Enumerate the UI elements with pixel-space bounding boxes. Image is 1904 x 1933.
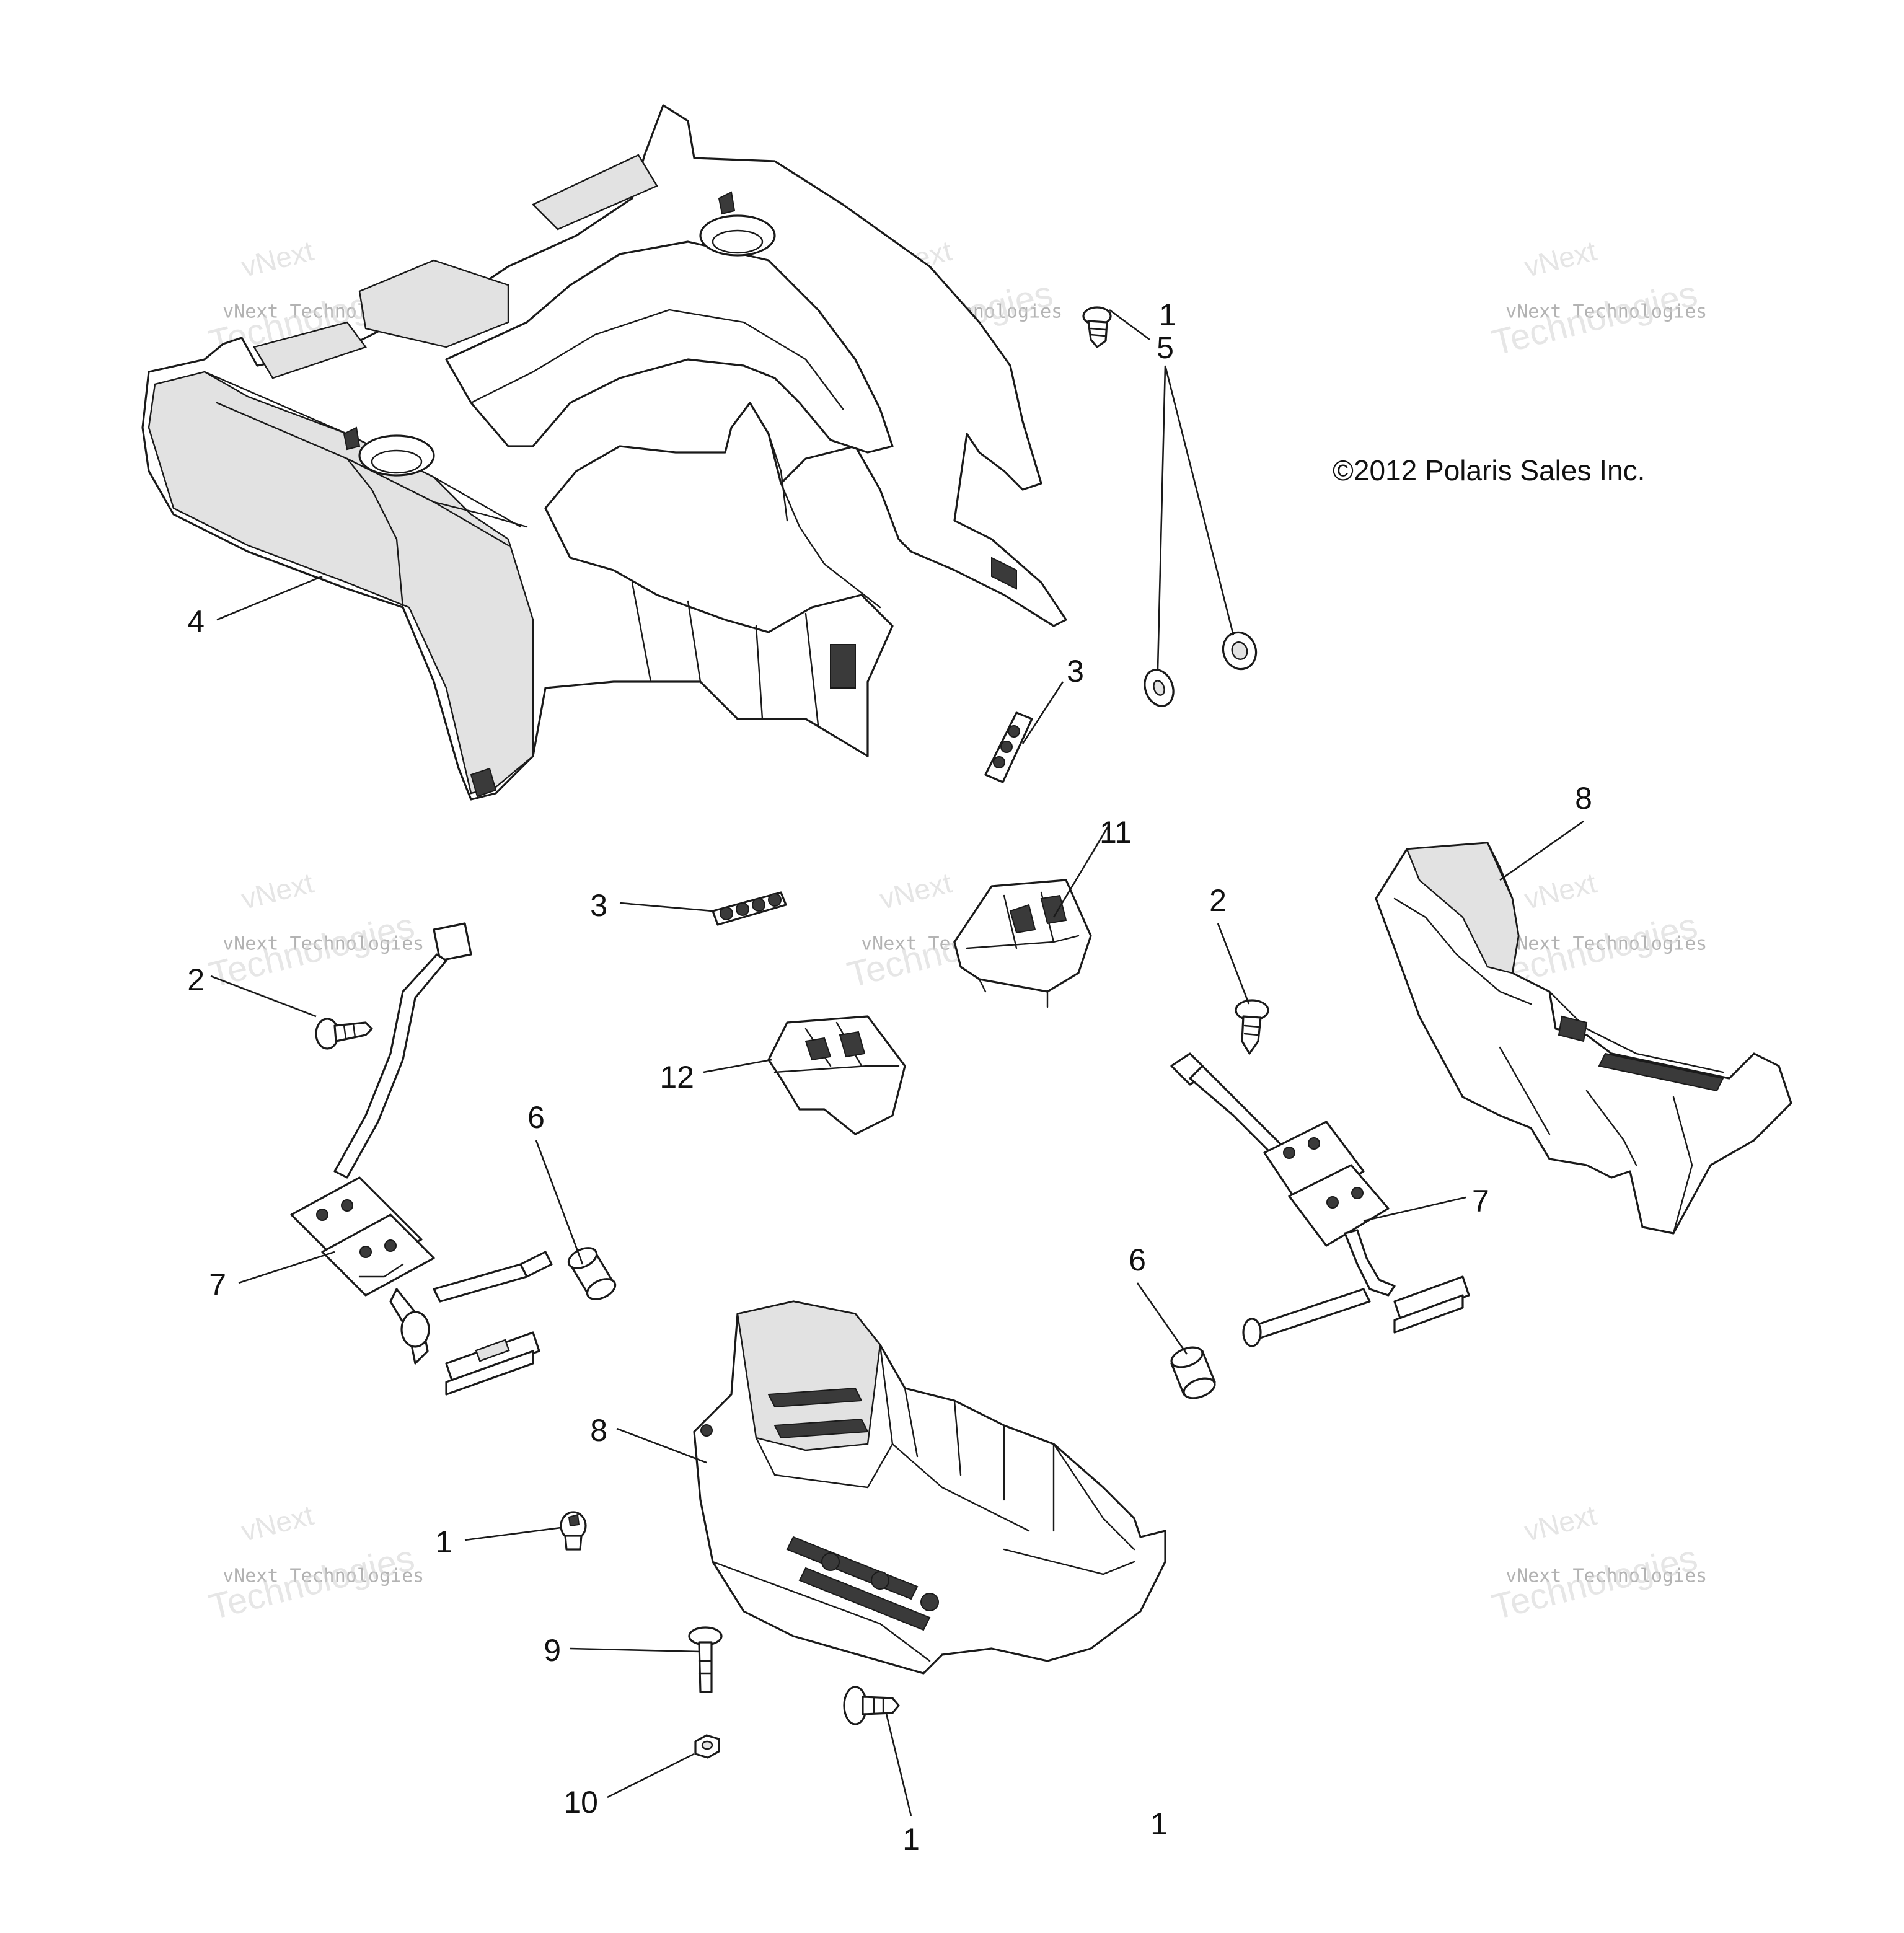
watermark-line2: vNext Technologies (1505, 933, 1707, 955)
grommet-pair (1144, 631, 1258, 707)
watermark-line1: vNext (238, 866, 317, 915)
callout-7-right: 7 (1472, 1184, 1489, 1218)
callout-7-left: 7 (209, 1267, 226, 1302)
bolt-9 (688, 1626, 723, 1693)
watermark-line1: vNext (876, 866, 955, 915)
watermark-bottom-left: vNext vNext Technologies Technologies (205, 1499, 424, 1627)
watermark-line2: vNext Technologies (1505, 1565, 1707, 1587)
callout-1-bottom: 1 (1150, 1807, 1168, 1841)
callout-4: 4 (187, 604, 205, 639)
callout-11: 11 (1100, 815, 1132, 850)
callout-12: 12 (659, 1060, 694, 1094)
watermark-line1: vNext (238, 234, 317, 283)
push-rivet-bottom (843, 1686, 900, 1725)
callout-1-bottom-center: 1 (902, 1822, 920, 1857)
mounting-bracket-12 (767, 1015, 906, 1135)
fastener-strip-lower (712, 891, 787, 926)
watermark-bottom-right: vNext vNext Technologies Technologies (1488, 1499, 1707, 1627)
push-rivet-top (1082, 306, 1112, 348)
watermark-line2: vNext Technologies (1505, 301, 1707, 323)
watermark-line3: Technologies (205, 1538, 418, 1627)
callout-1-top: 1 (1159, 297, 1176, 332)
rear-fender (141, 104, 1067, 801)
footwell-bottom (693, 1300, 1166, 1675)
callout-2-left: 2 (187, 962, 205, 997)
callout-3-lower: 3 (590, 888, 607, 923)
watermark-line1: vNext (1521, 866, 1600, 915)
watermark-line3: Technologies (205, 905, 418, 995)
footrest-bracket-left (290, 922, 553, 1396)
push-rivet-left (560, 1511, 587, 1551)
bushing-left (567, 1247, 617, 1300)
callout-8-bottom: 8 (590, 1413, 607, 1448)
watermark-line2: vNext Technologies (223, 933, 424, 955)
nut-10 (694, 1734, 720, 1759)
watermark-line1: vNext (238, 1499, 317, 1548)
fastener-strip-upper (984, 711, 1033, 783)
callout-9: 9 (544, 1633, 561, 1668)
callout-6-left: 6 (527, 1100, 545, 1135)
watermark-line1: vNext (1521, 234, 1600, 283)
callout-6-right: 6 (1129, 1243, 1146, 1277)
watermark-line3: Technologies (1488, 273, 1701, 363)
watermark-top-right: vNext vNext Technologies Technologies (1488, 234, 1707, 363)
callout-8-right: 8 (1575, 781, 1592, 816)
footrest-bracket-right (1170, 1052, 1470, 1347)
callout-labels: 1 1 1 1 2 2 3 3 4 5 6 6 7 7 8 8 9 10 11 … (187, 297, 1592, 1857)
callout-3-upper: 3 (1067, 654, 1084, 689)
copyright-notice: ©2012 Polaris Sales Inc. (1333, 454, 1645, 487)
callout-2-right: 2 (1209, 883, 1227, 918)
watermark-line3: Technologies (1488, 1538, 1701, 1627)
watermark-line2: vNext Technologies (223, 1565, 424, 1587)
screw-left (315, 1018, 373, 1050)
callout-1-left: 1 (435, 1525, 452, 1559)
screw-right (1235, 999, 1269, 1055)
bushing-right (1170, 1346, 1216, 1399)
watermark-line1: vNext (1521, 1499, 1600, 1548)
leader-lines (210, 309, 1584, 1816)
footwell-right (1375, 842, 1792, 1235)
callout-5: 5 (1157, 330, 1174, 365)
mounting-bracket-11 (953, 879, 1092, 1008)
callout-10: 10 (563, 1785, 598, 1820)
